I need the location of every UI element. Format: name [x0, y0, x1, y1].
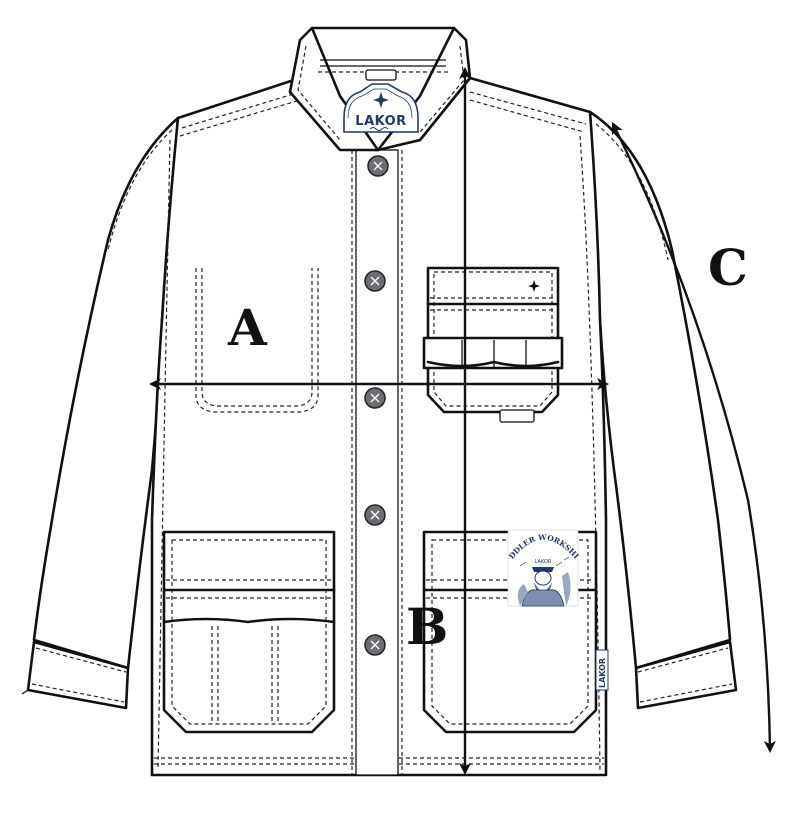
compass-star-icon — [373, 92, 389, 108]
left-cuff — [21, 640, 130, 710]
compass-star-icon — [528, 280, 540, 292]
patch-subtitle: LAKOR — [535, 559, 552, 565]
sailor-illustration-icon — [517, 556, 571, 607]
side-tag: LAKOR — [595, 649, 609, 691]
length-label: B — [406, 597, 448, 656]
right-sleeve — [588, 110, 738, 710]
button-3 — [364, 387, 386, 409]
button-4 — [364, 504, 386, 526]
neck-label: LAKOR — [343, 83, 419, 133]
right-chest-pocket — [422, 266, 564, 423]
lower-left-pocket — [162, 530, 336, 734]
button-1 — [367, 155, 389, 177]
button-5 — [364, 634, 386, 656]
sleeve-label: C — [708, 238, 748, 297]
sleeve-length-arrow — [611, 121, 776, 753]
brand-name: LAKOR — [355, 114, 406, 129]
chest-label: A — [227, 298, 268, 357]
side-tag-label: LAKOR — [598, 658, 607, 688]
button-2 — [364, 270, 386, 292]
button-placket — [351, 149, 403, 776]
measurement-guides — [149, 67, 776, 775]
left-chest-pocket — [195, 268, 319, 413]
buttons — [364, 155, 389, 656]
